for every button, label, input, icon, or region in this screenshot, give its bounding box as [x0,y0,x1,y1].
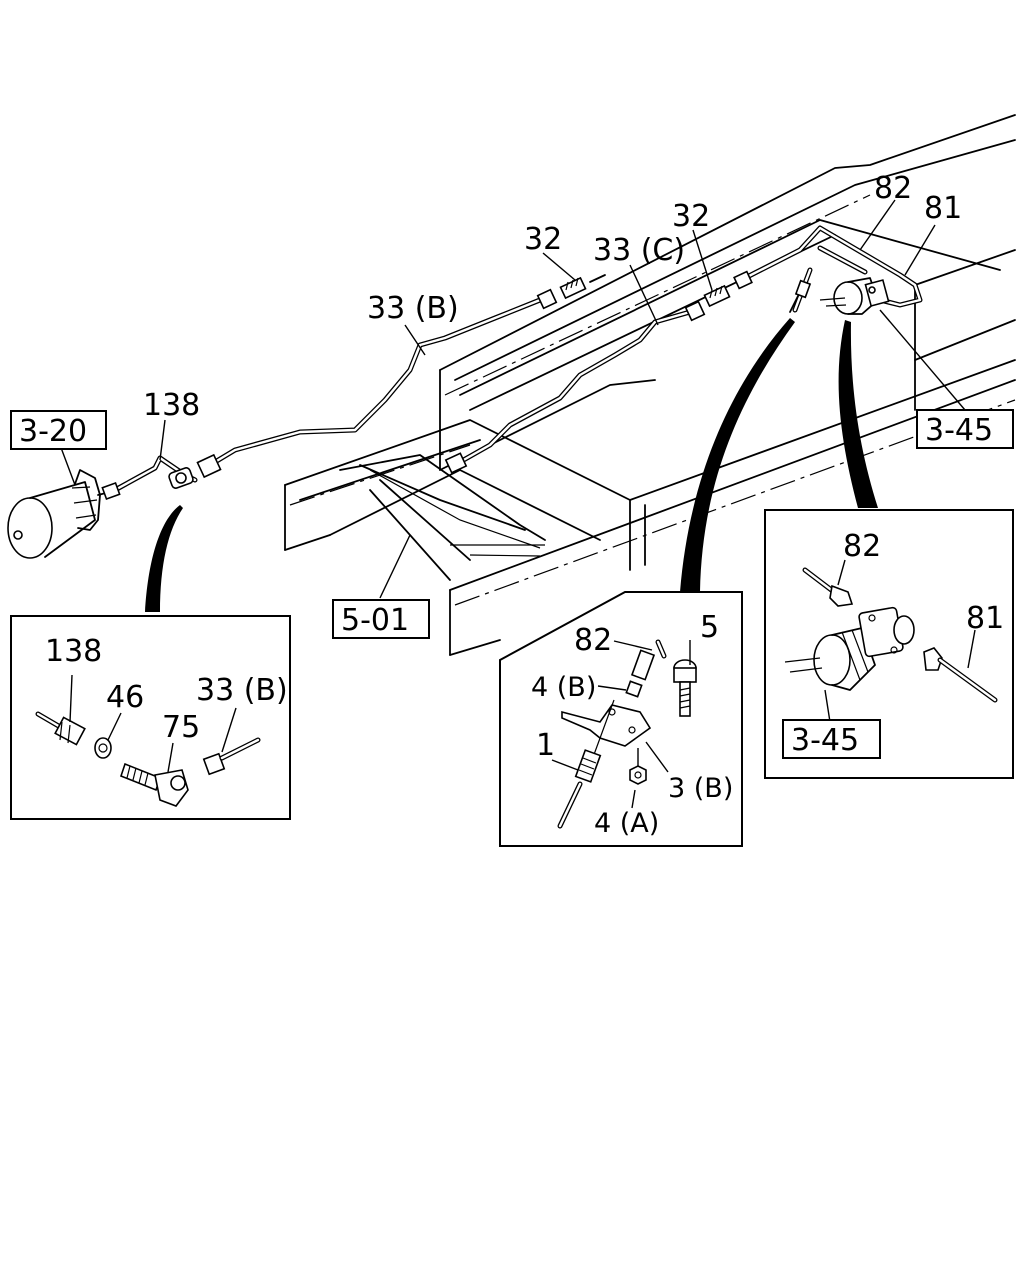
pipe-81-main [742,225,923,308]
detail-right-345: 3-45 [791,723,859,758]
label-33c: 33 (C) [593,233,685,268]
main-callouts: 32 32 33 (C) 33 (B) 82 81 138 [143,171,962,423]
detail-left-75: 75 [162,710,200,745]
ref-320-text: 3-20 [19,414,87,449]
detail-box-middle: 82 5 4 (B) 1 3 (B) 4 (A) [499,591,743,847]
detail-mid-4b: 4 (B) [531,672,596,703]
detail-left-33b: 33 (B) [196,673,288,708]
detail-mid-3b: 3 (B) [668,773,733,804]
brake-actuator [7,469,121,559]
label-32-left: 32 [524,222,562,257]
fitting-82-main [789,279,812,313]
main-leaders [59,199,966,599]
fitting-33c-end [444,452,468,474]
label-32-right: 32 [672,199,710,234]
ref-345-main-text: 3-45 [925,413,993,448]
detail-mid-82: 82 [574,623,612,658]
label-33b-main: 33 (B) [367,291,459,326]
label-82-top: 82 [874,171,912,206]
ref-box-320: 3-20 [10,410,107,450]
detail-right-82: 82 [843,529,881,564]
ref-box-345-main: 3-45 [916,409,1014,449]
ref-501-text: 5-01 [341,603,409,638]
label-81-top: 81 [924,191,962,226]
detail-mid-4a: 4 (A) [594,808,659,839]
fitting-32-left [536,274,606,310]
detail-left-138: 138 [45,634,102,669]
fitting-33b-end [196,453,222,479]
detail-right-81: 81 [966,601,1004,636]
fitting-32-right [684,270,753,322]
detail-left-46: 46 [106,680,144,715]
pipe-33c-main [457,309,693,465]
detail-mid-5: 5 [700,610,719,645]
label-138-main: 138 [143,388,200,423]
detail-pointers [145,318,878,612]
pipe-33b-main [207,297,543,468]
tee-75-main [168,467,194,489]
valve-345-main [819,277,890,315]
detail-box-right: 82 81 3-45 [764,509,1014,779]
ref-box-501: 5-01 [332,599,430,639]
detail-mid-1: 1 [536,728,555,763]
detail-box-left: 138 46 75 33 (B) [10,615,291,820]
